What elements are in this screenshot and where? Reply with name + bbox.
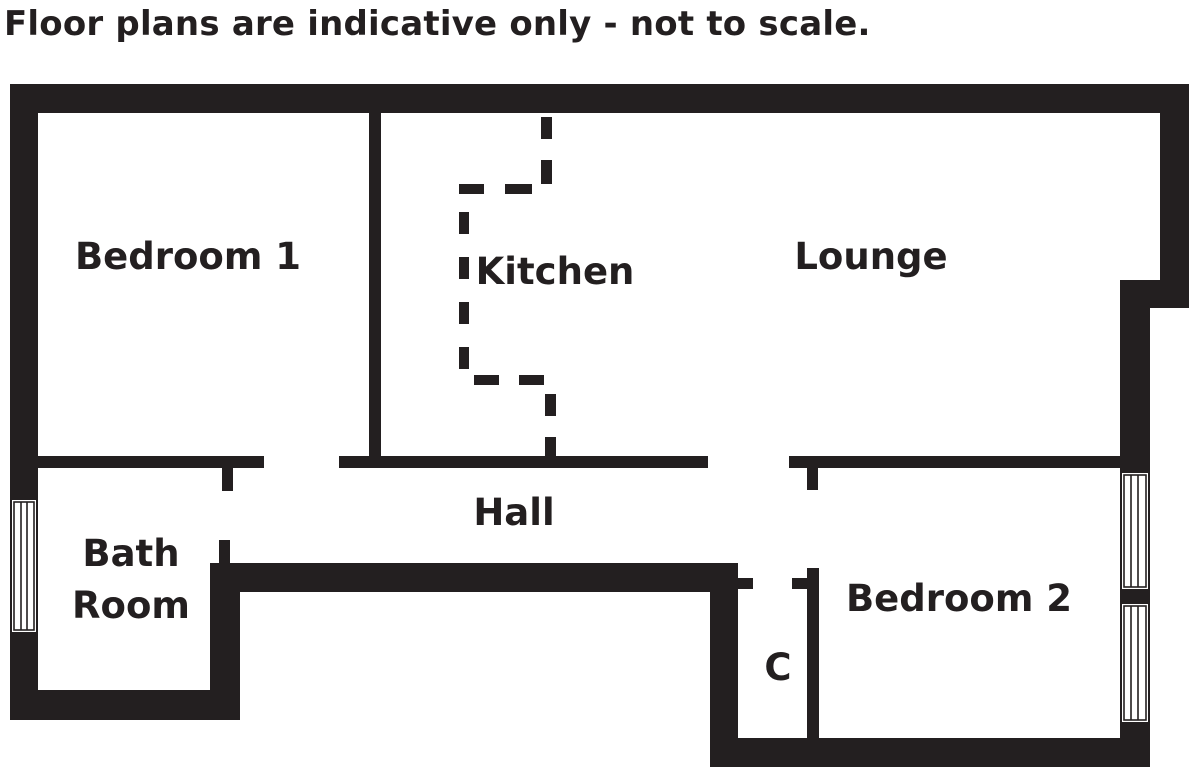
window-bedroom2-lower <box>1122 604 1148 722</box>
kitchen-divider-dashed <box>459 117 556 459</box>
wall-cupboard-bedroom2 <box>807 568 819 738</box>
label-bath-line1: Bath <box>82 532 179 575</box>
window-bedroom2-upper <box>1122 473 1148 589</box>
interior-walls <box>38 113 1120 738</box>
label-bedroom-1: Bedroom 1 <box>75 235 301 278</box>
disclaimer-heading: Floor plans are indicative only - not to… <box>4 4 871 44</box>
label-lounge: Lounge <box>794 235 947 278</box>
wall-bath-corner <box>210 563 257 592</box>
door-stop-bedroom2 <box>807 468 818 490</box>
label-kitchen: Kitchen <box>476 250 635 293</box>
wall-hall-bottom <box>325 563 738 592</box>
door-stop-bath-top <box>222 468 233 491</box>
wall-hall-bedroom1 <box>38 456 264 468</box>
label-hall: Hall <box>473 491 554 534</box>
label-bedroom-2: Bedroom 2 <box>846 577 1072 620</box>
label-cupboard: C <box>764 646 791 689</box>
door-stop-cupboard-left <box>738 578 753 589</box>
label-bath-line2: Room <box>72 584 190 627</box>
outer-wall <box>10 84 1189 767</box>
wall-bedroom1-kitchen <box>369 113 381 468</box>
wall-bath-hall-lower <box>219 540 230 563</box>
window-bathroom <box>12 500 36 632</box>
wall-hall-kitchen <box>339 456 708 468</box>
door-stop-cupboard-right <box>792 578 807 589</box>
wall-hall-bedroom2 <box>789 456 1120 468</box>
